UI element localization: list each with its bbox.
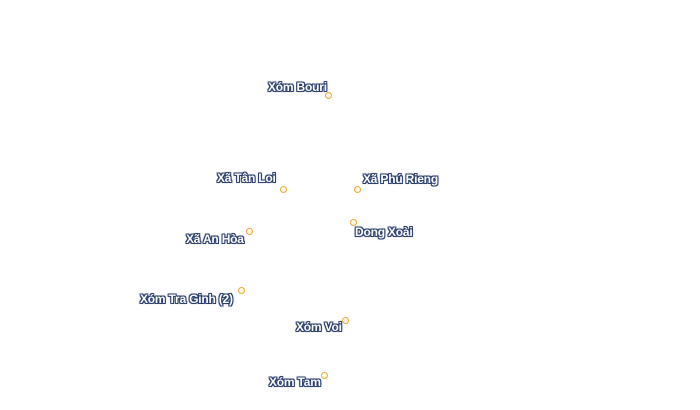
place-dot-icon [246,228,253,235]
place-label: Dong Xoài [355,225,413,239]
place-label: Xóm Voi [296,320,342,334]
place-label: Xã Tân Loi [217,171,276,185]
place-dot-icon [321,372,328,379]
place-label: Xóm Tra Ginh (2) [140,292,233,306]
place-dot-icon [325,92,332,99]
place-dot-icon [238,287,245,294]
place-label: Xã An Hòa [186,232,244,246]
place-label: Xóm Tam [269,375,321,389]
place-dot-icon [280,186,287,193]
place-label: Xã Phú Rieng [363,172,438,186]
place-label: Xóm Bouri [268,80,327,94]
place-dot-icon [342,317,349,324]
place-dot-icon [354,186,361,193]
place-dot-icon [350,219,357,226]
